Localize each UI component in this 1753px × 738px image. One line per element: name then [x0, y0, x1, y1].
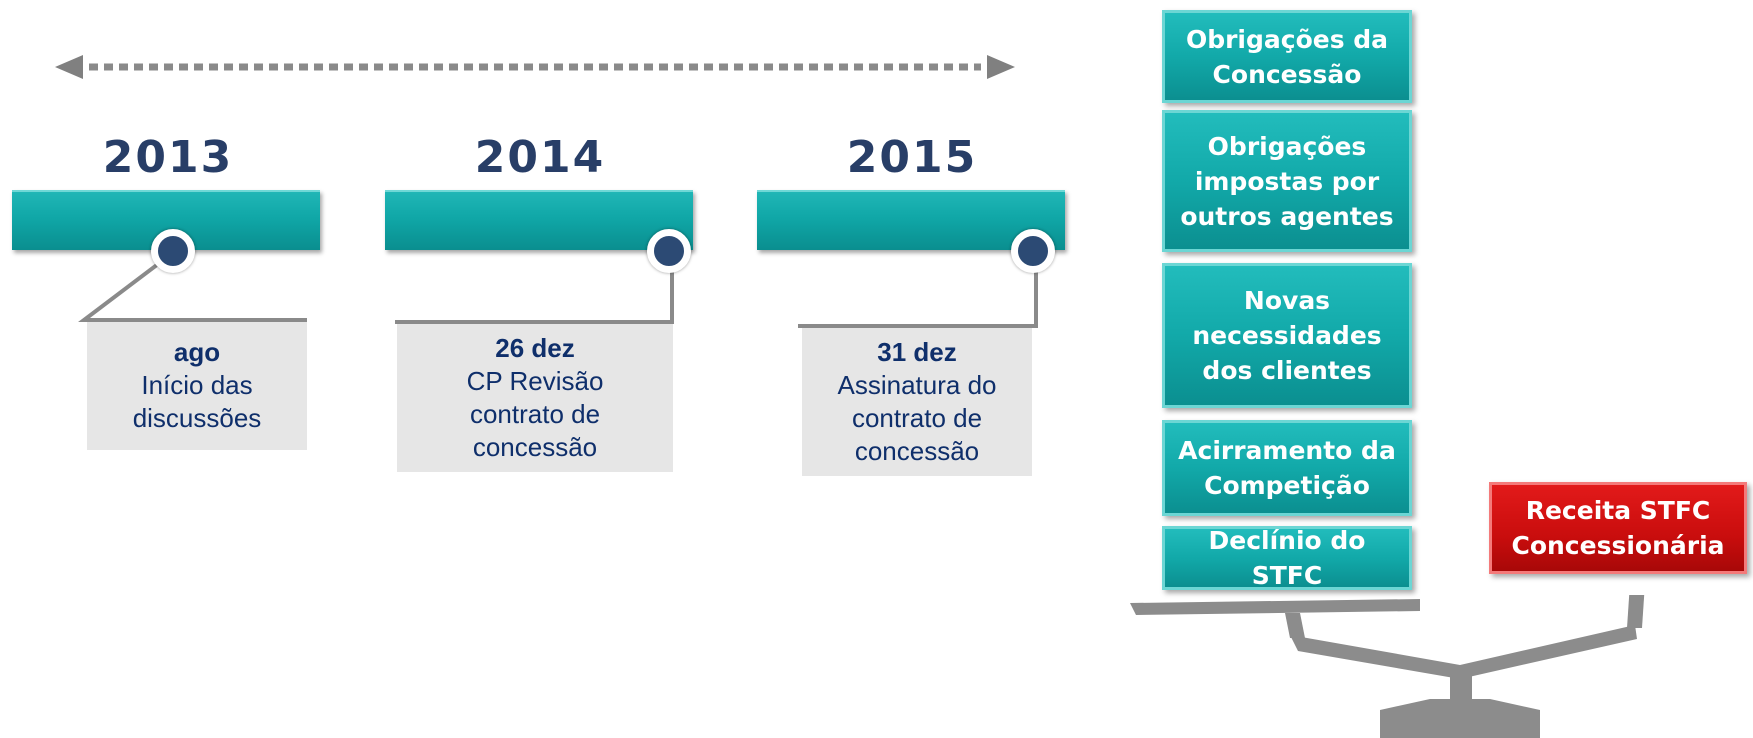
event-description: CP Revisão contrato de concessão [466, 366, 604, 462]
pressure-box-acirramento-competicao: Acirramento da Competição [1162, 420, 1412, 516]
event-box-2013: ago Início das discussões [87, 322, 307, 450]
event-description: Início das discussões [132, 370, 262, 433]
event-date: ago [173, 337, 221, 367]
year-2014: 2014 [474, 132, 606, 183]
timeline-bar-2014 [385, 190, 693, 250]
event-date: 26 dez [495, 333, 575, 363]
event-connectors [78, 250, 1038, 328]
event-marker-dot [1011, 229, 1055, 273]
event-box-2015: 31 dez Assinatura do contrato de concess… [802, 328, 1032, 476]
event-date: 31 dez [877, 337, 957, 367]
event-marker-dot [647, 229, 691, 273]
revenue-box-receita-stfc: Receita STFC Concessionária [1489, 482, 1747, 574]
year-2015: 2015 [846, 132, 978, 183]
event-box-2014: 26 dez CP Revisão contrato de concessão [397, 324, 673, 472]
year-2013: 2013 [102, 132, 234, 183]
pressure-box-declinio-stfc: Declínio do STFC [1162, 526, 1412, 590]
balance-scale [1130, 595, 1645, 738]
pressure-box-obrigacoes-concessao: Obrigações da Concessão [1162, 10, 1412, 103]
event-description: Assinatura do contrato de concessão [837, 370, 997, 466]
pressure-box-obrigacoes-outros-agentes: Obrigações impostas por outros agentes [1162, 110, 1412, 252]
timeline-double-arrow [55, 55, 1015, 79]
pressure-box-novas-necessidades: Novas necessidades dos clientes [1162, 263, 1412, 408]
event-marker-dot [151, 229, 195, 273]
